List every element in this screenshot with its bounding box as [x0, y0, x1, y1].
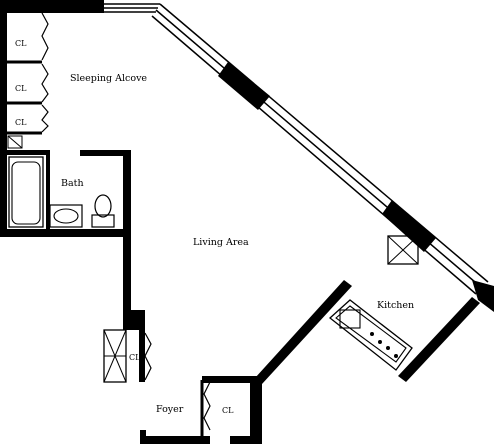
foyer-room: CL Foyer [156, 380, 234, 436]
closet-label-3: CL [15, 118, 27, 127]
closet-label-1: CL [15, 39, 27, 48]
alcove-closets: CL CL CL [7, 12, 49, 149]
closet-label-2: CL [15, 84, 27, 93]
sleeping-alcove-label: Sleeping Alcove [70, 73, 147, 84]
kitchen-label: Kitchen [377, 300, 414, 311]
bath-label: Bath [61, 178, 84, 189]
foyer-label: Foyer [156, 404, 184, 415]
closet-label-5: CL [222, 406, 234, 415]
closet-label-4: CL [129, 353, 141, 362]
kitchen-room: Kitchen [328, 235, 419, 371]
living-closet: CL [103, 329, 152, 383]
living-area-label: Living Area [193, 237, 249, 248]
bath-room: Bath [7, 150, 130, 235]
window-wall [104, 3, 489, 295]
